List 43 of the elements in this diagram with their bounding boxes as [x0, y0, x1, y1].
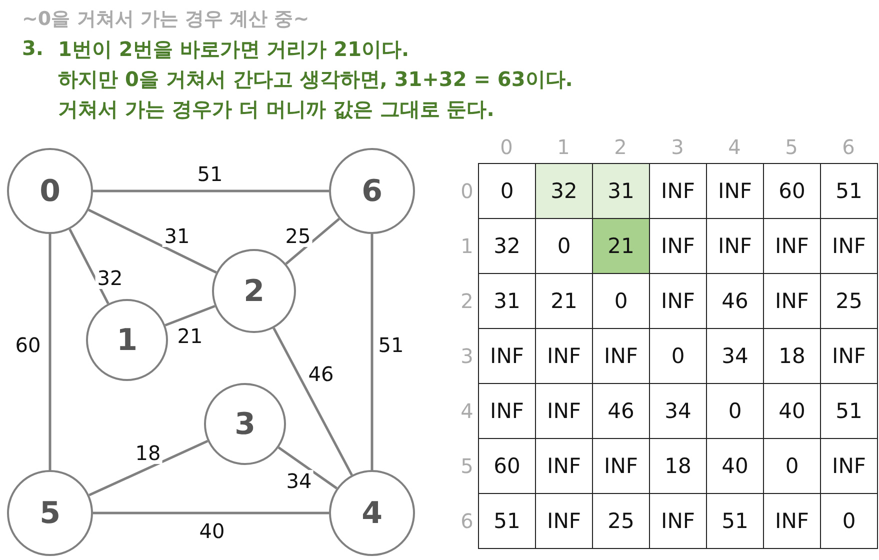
column-header: 5: [785, 135, 798, 159]
highlighted-cell: 32: [535, 163, 593, 219]
table-cell: 0: [820, 493, 878, 549]
row-header: 4: [460, 398, 474, 422]
highlighted-cell: 31: [592, 163, 650, 219]
vertex-circle: 6: [329, 148, 415, 234]
edge-line: [88, 440, 208, 496]
column-header: 6: [842, 135, 855, 159]
row-header: 2: [460, 288, 474, 312]
edge-line: [164, 304, 216, 326]
edge-line: [48, 234, 52, 470]
edge-line: [285, 218, 340, 265]
vertex-circle: 0: [7, 148, 93, 234]
vertex-circle: 4: [329, 470, 415, 556]
description-text: 거쳐서 가는 경우가 더 머니까 값은 그대로 둔다.: [58, 96, 494, 123]
row-header: 6: [460, 508, 474, 532]
table-cell: 51: [478, 493, 536, 549]
highlighted-cell: 21: [592, 218, 650, 274]
description-text: 하지만 0을 거쳐서 간다고 생각하면, 31+32 = 63이다.: [58, 66, 573, 93]
description-text: 1번이 2번을 바로가면 거리가 21이다.: [58, 36, 410, 63]
table-cell: 51: [820, 163, 878, 219]
row-header: 5: [460, 454, 474, 478]
edge-line: [278, 446, 338, 490]
column-header: 0: [500, 135, 513, 159]
edge-line: [93, 190, 329, 192]
row-header: 3: [460, 344, 474, 368]
edge-line: [93, 512, 329, 514]
title: ~0을 거쳐서 가는 경우 계산 중~: [22, 7, 310, 32]
column-header: 3: [671, 135, 684, 159]
edge-line: [68, 228, 110, 304]
column-header: 4: [728, 135, 741, 159]
edge-line: [88, 208, 217, 274]
vertex-circle: 1: [86, 299, 168, 381]
vertex-circle: 2: [212, 249, 296, 333]
edge-line: [272, 328, 353, 476]
column-header: 1: [557, 135, 570, 159]
row-header: 0: [460, 178, 474, 202]
column-header: 2: [614, 135, 627, 159]
vertex-circle: 5: [7, 470, 93, 556]
edge-line: [370, 234, 374, 470]
vertex-circle: 3: [204, 383, 286, 465]
step-number: 3.: [22, 36, 44, 60]
row-header: 1: [460, 234, 474, 258]
